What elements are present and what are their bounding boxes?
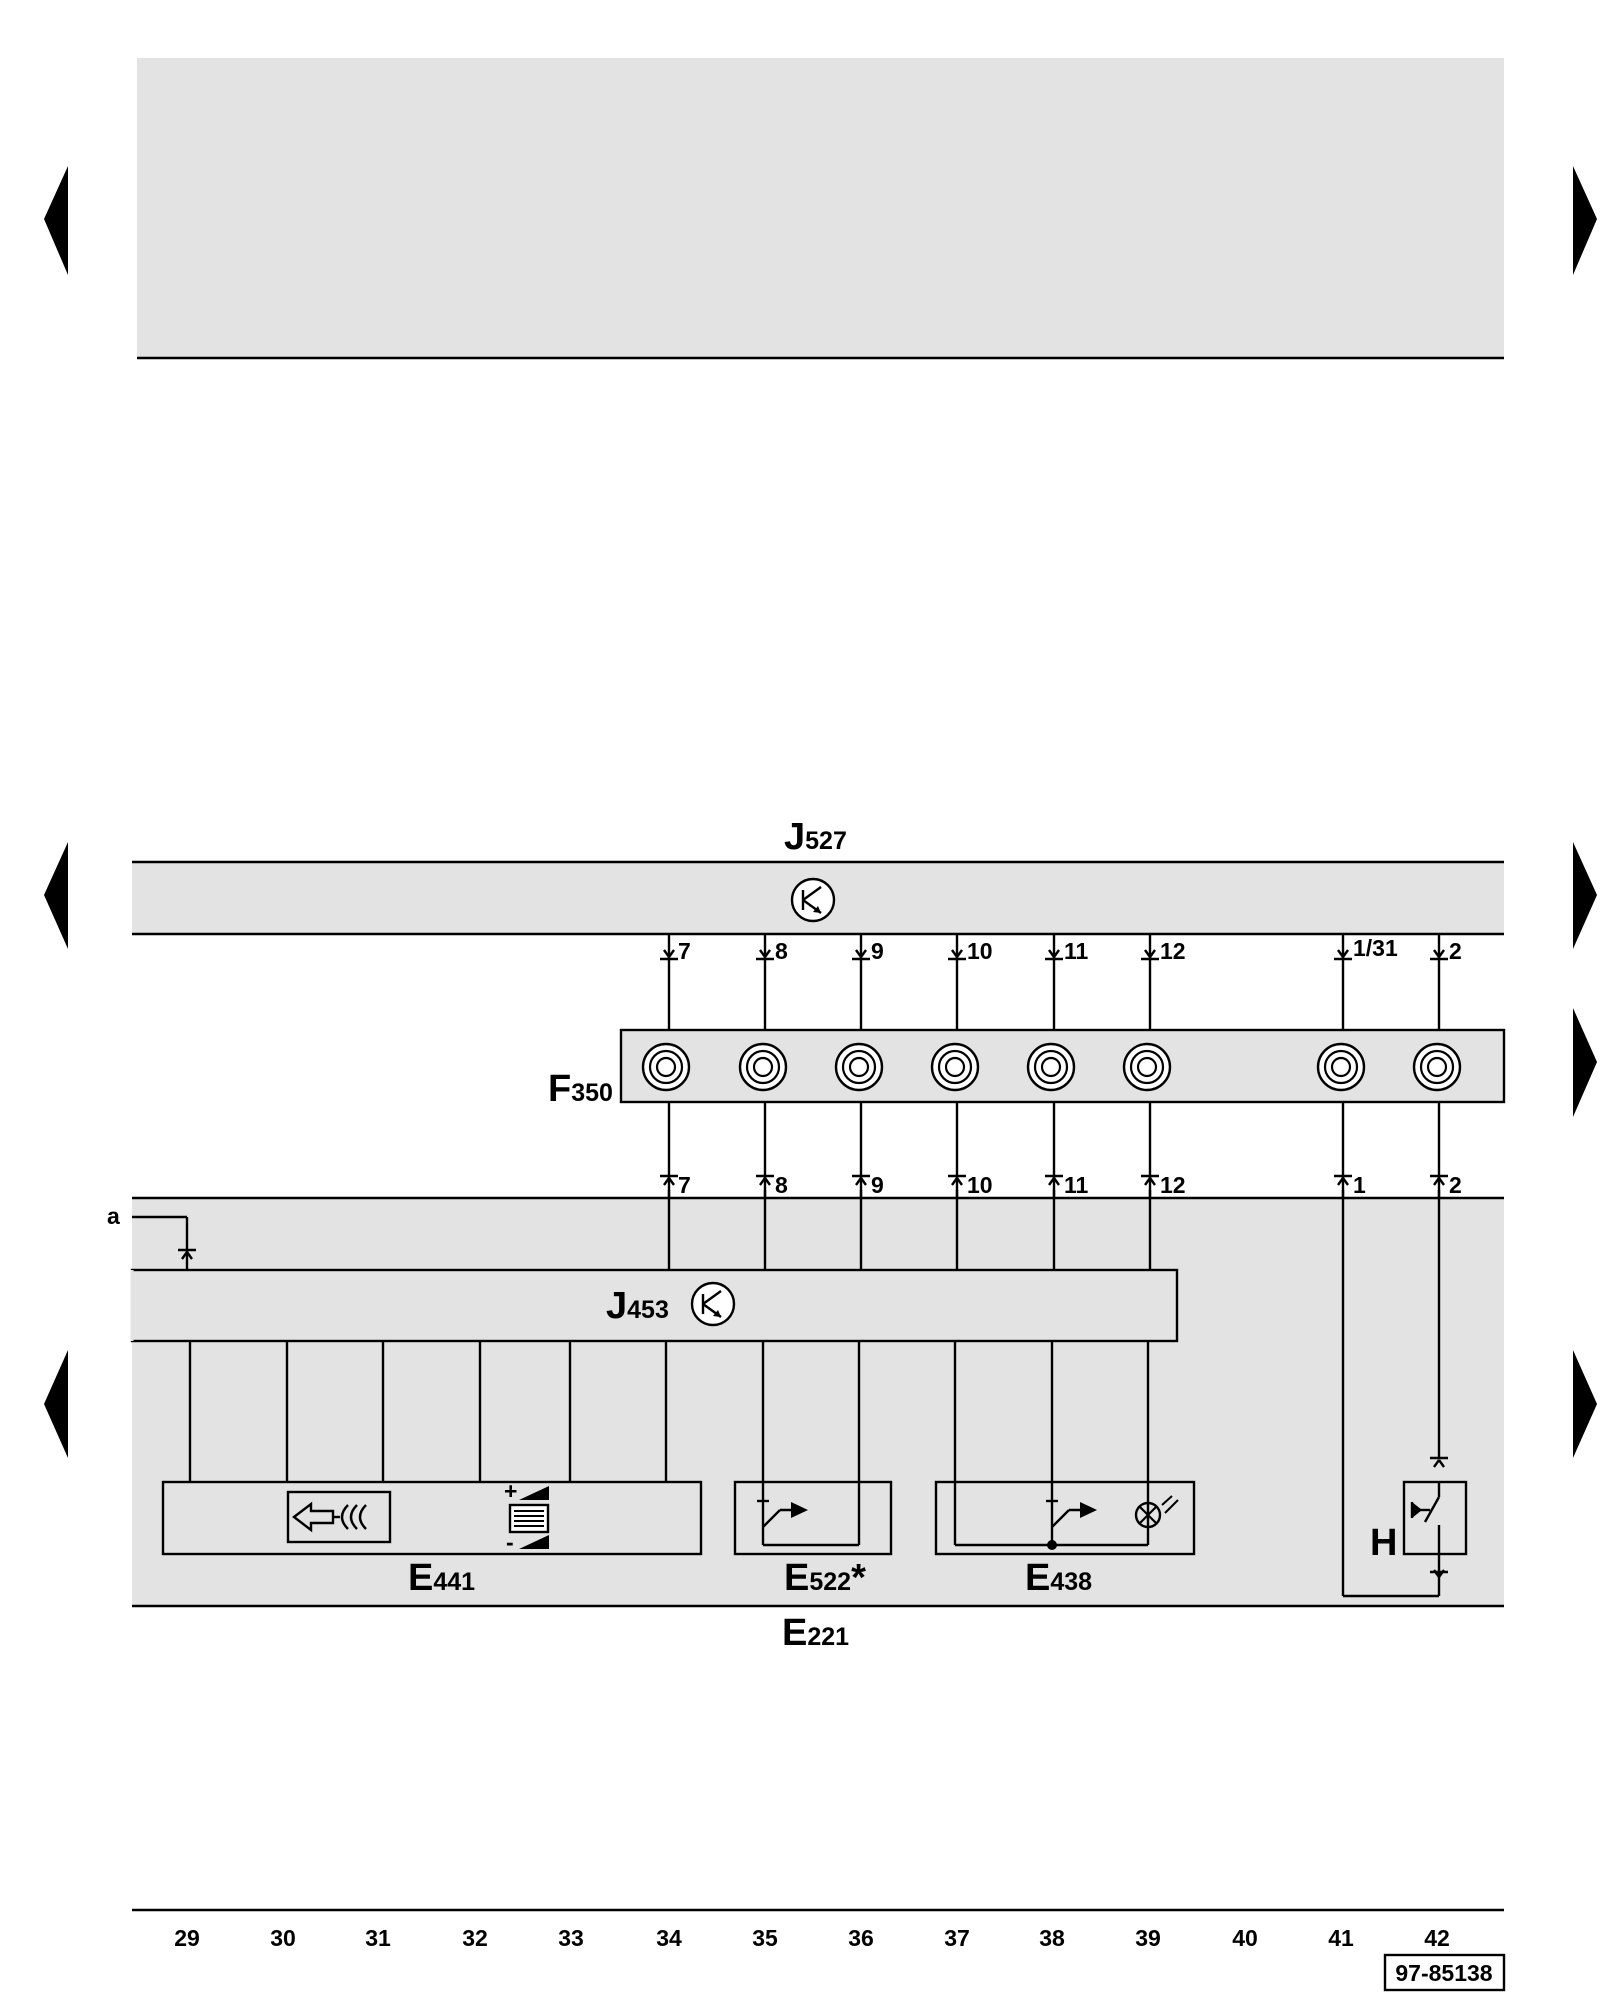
column-number: 33	[558, 1925, 584, 1951]
pin-label: 7	[678, 1172, 691, 1198]
top-panel	[137, 58, 1504, 358]
pin-label: 10	[967, 938, 993, 964]
page-nav-right-icon[interactable]	[1573, 842, 1597, 949]
connector-a: a	[107, 1203, 196, 1270]
e221-panel	[132, 1198, 1504, 1606]
column-number: 35	[752, 1925, 778, 1951]
pin-label: 9	[871, 1172, 884, 1198]
svg-text:97-85138: 97-85138	[1395, 1960, 1492, 1986]
column-number: 29	[174, 1925, 200, 1951]
pin-label: 2	[1449, 1172, 1462, 1198]
pin-label: 12	[1160, 1172, 1186, 1198]
pin-label: 2	[1449, 938, 1462, 964]
page-nav-right-icon[interactable]	[1573, 1008, 1597, 1117]
e221-label: E221	[782, 1612, 849, 1654]
e438-component	[934, 1480, 1196, 1556]
page-nav-right-icon[interactable]	[1573, 1350, 1597, 1458]
h-label: H	[1370, 1522, 1397, 1564]
pin-label: 1	[1353, 1172, 1366, 1198]
e441-label: E441	[408, 1557, 475, 1599]
e441-component: + -	[161, 1478, 703, 1556]
volume-control-icon: + -	[504, 1478, 550, 1555]
pin-label: 1/31	[1353, 935, 1398, 961]
column-numbers: 29 30 31 32 33 34 35 36 37 38 39 40 41 4…	[174, 1925, 1450, 1951]
pins-top: 7 8 9 10 11 12 1/31 2	[660, 935, 1462, 964]
svg-text:+: +	[504, 1478, 517, 1504]
svg-text:-: -	[506, 1529, 514, 1555]
j527-label: J527	[784, 816, 847, 858]
reference-number: 97-85138	[1383, 1953, 1506, 1992]
column-number: 31	[365, 1925, 391, 1951]
pin-label: 11	[1064, 1172, 1089, 1198]
pins-bottom: 7 8 9 10 11 12 1 2	[660, 1172, 1462, 1198]
f350-label: F350	[548, 1068, 613, 1110]
column-number: 30	[270, 1925, 296, 1951]
e438-label: E438	[1025, 1557, 1092, 1599]
column-number: 41	[1328, 1925, 1354, 1951]
lamp-icon	[1134, 1495, 1179, 1529]
page-nav-left-icon[interactable]	[44, 166, 68, 275]
wires-panel	[667, 1190, 1441, 1596]
column-number: 32	[462, 1925, 488, 1951]
column-number: 38	[1039, 1925, 1065, 1951]
column-number: 39	[1135, 1925, 1161, 1951]
page-nav-right-icon[interactable]	[1573, 166, 1597, 275]
control-unit-icon	[690, 1281, 736, 1327]
pin-label: 12	[1160, 938, 1186, 964]
j453-label: J453	[606, 1285, 669, 1327]
control-unit-icon	[790, 877, 836, 923]
column-number: 37	[944, 1925, 970, 1951]
pin-label: 11	[1064, 938, 1089, 964]
page-nav-left-icon[interactable]	[44, 1350, 68, 1458]
pin-label: 8	[775, 938, 788, 964]
pin-label: 9	[871, 938, 884, 964]
column-number: 36	[848, 1925, 874, 1951]
sound-signal-icon	[286, 1490, 392, 1544]
wires-lower	[188, 1341, 1150, 1545]
f350-coils	[641, 1042, 1462, 1092]
column-number: 42	[1424, 1925, 1450, 1951]
pin-label: 10	[967, 1172, 993, 1198]
page-nav-left-icon[interactable]	[44, 842, 68, 949]
column-number: 40	[1232, 1925, 1258, 1951]
e522-component	[733, 1480, 893, 1556]
svg-text:a: a	[107, 1203, 120, 1229]
column-number: 34	[656, 1925, 682, 1951]
j453-bar	[130, 1268, 1179, 1343]
h-horn-button	[1343, 1456, 1468, 1598]
pin-label: 8	[775, 1172, 788, 1198]
e522-label: E522*	[784, 1557, 866, 1599]
pin-label: 7	[678, 938, 691, 964]
